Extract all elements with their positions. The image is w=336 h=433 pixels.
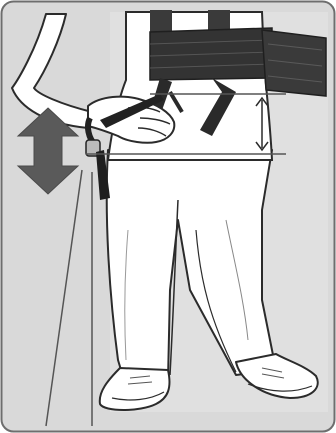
harness-adjustment-illustration	[0, 0, 336, 433]
illustration-canvas	[0, 0, 336, 433]
